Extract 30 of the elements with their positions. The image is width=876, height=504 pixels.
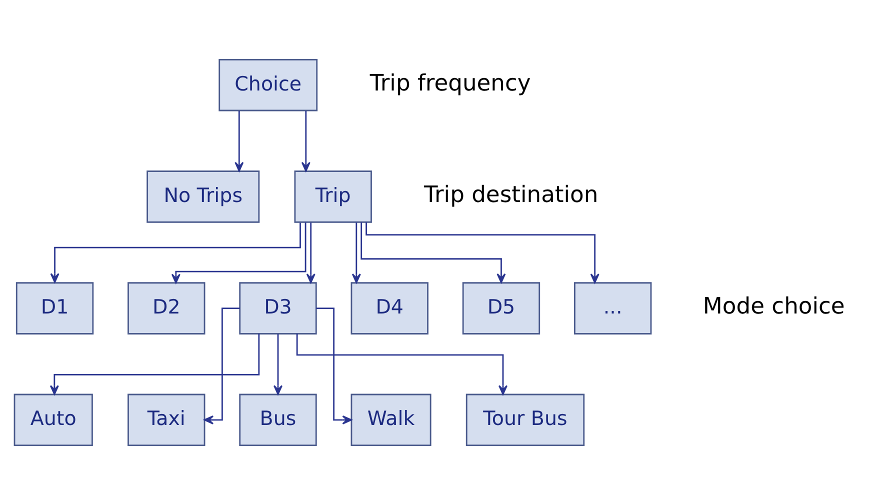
node-box: Taxi xyxy=(128,393,206,446)
arrow xyxy=(301,110,310,172)
arrow xyxy=(360,222,506,283)
label: Mode choice xyxy=(702,293,845,320)
node-box: Auto xyxy=(14,393,93,446)
arrow xyxy=(50,222,301,282)
label: Trip frequency xyxy=(370,70,531,96)
arrow xyxy=(234,110,244,172)
node-box: Bus xyxy=(239,393,317,446)
label: Trip destination xyxy=(424,182,598,208)
arrow xyxy=(296,333,508,394)
arrow xyxy=(273,334,283,394)
node-box: Choice xyxy=(218,58,318,111)
node-box: Trip xyxy=(294,170,372,222)
node-box: ... xyxy=(574,282,652,334)
arrow xyxy=(316,307,352,424)
arrow xyxy=(306,222,316,283)
node-box: Walk xyxy=(350,393,432,446)
arrow xyxy=(366,222,600,283)
arrow xyxy=(204,307,240,424)
node-box: D4 xyxy=(350,282,428,334)
node-box: Tour Bus xyxy=(466,393,585,446)
arrow xyxy=(171,222,306,283)
node-box: D1 xyxy=(16,282,94,334)
node-box: D5 xyxy=(462,282,540,334)
node-box: D3 xyxy=(239,282,317,334)
arrow xyxy=(50,333,260,394)
node-box: No Trips xyxy=(146,170,260,222)
node-box: D2 xyxy=(128,282,206,334)
arrow xyxy=(352,222,361,283)
